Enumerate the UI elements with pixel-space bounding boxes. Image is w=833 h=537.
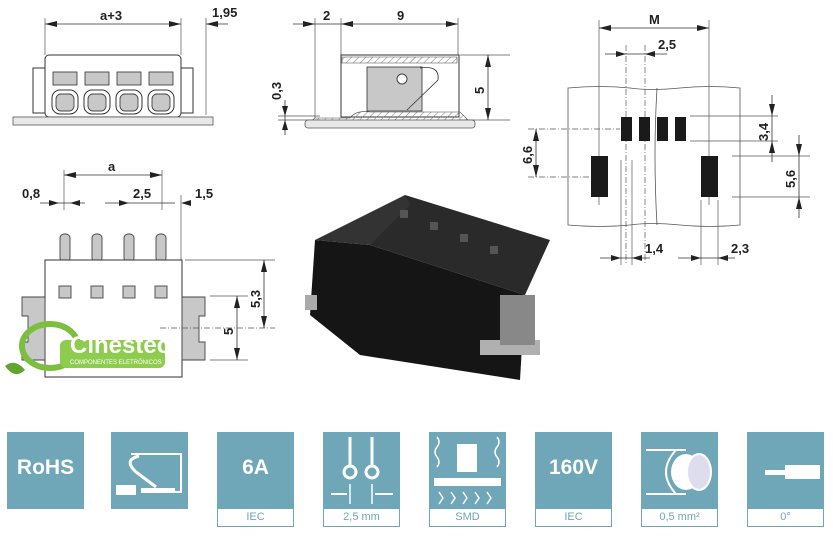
spec-icon-rohs: RoHS [7, 432, 84, 509]
voltage-caption: IEC [535, 509, 612, 527]
push-in-connection-icon [111, 432, 188, 509]
angle-caption: 0° [747, 509, 824, 527]
cinestec-logo: Cinestec COMPONENTES ELETRÔNICOS [0, 318, 170, 382]
wire-cross-section-icon [641, 432, 718, 509]
dim-pitch-label: 2,5 [658, 37, 676, 52]
dim-span-a-label: a [108, 159, 116, 174]
dim-anchor-width-label: 2,3 [731, 241, 749, 256]
dim-left-label: 2 [323, 8, 330, 23]
dim-row-offset-label: 6,6 [520, 146, 535, 164]
dim-pad-height-label: 3,4 [756, 122, 771, 141]
dim-edge-label: 1,5 [195, 186, 213, 201]
pcb-pads [591, 117, 718, 197]
logo-name: Cinestec [70, 332, 171, 359]
spec-icon-angle: 0° [747, 432, 824, 527]
spec-icon-wire: 0,5 mm² [641, 432, 718, 527]
dim-span-label: M [649, 12, 660, 27]
spec-icon-smd: SMD [429, 432, 506, 527]
dim-pad-width-label: 1,4 [645, 241, 664, 256]
spec-icon-pitch: 2,5 mm [323, 432, 400, 527]
wire-caption: 0,5 mm² [641, 509, 718, 527]
dim-height-53-label: 5,3 [248, 290, 263, 308]
dim-pitch-a-label: 2,5 [133, 186, 151, 201]
front-view-drawing: a+3 1,95 [12, 5, 237, 126]
pitch-caption: 2,5 mm [323, 509, 400, 527]
spec-icon-current: 6A IEC [217, 432, 294, 527]
dim-length-label: 9 [397, 8, 404, 23]
logo-tagline: COMPONENTES ELETRÔNICOS [70, 360, 162, 366]
dim-foot-label: 0,3 [269, 82, 284, 100]
dim-offset-label: 1,95 [212, 5, 237, 20]
smd-caption: SMD [429, 509, 506, 527]
dim-height-label: 5 [472, 87, 487, 94]
rohs-icon: RoHS [7, 432, 84, 509]
logo-leaf-icon [5, 321, 165, 375]
pitch-icon [323, 432, 400, 509]
spec-icon-push-in [111, 432, 188, 509]
pcb-layout-drawing: M 2,5 6,6 3,4 5,6 1,4 2,3 [520, 12, 810, 265]
conductor-angle-icon [747, 432, 824, 509]
front-contacts [51, 71, 175, 115]
current-rating-icon: 6A [217, 432, 294, 509]
side-section-drawing: 2 9 5 0,3 [269, 8, 510, 135]
dim-pin-width-label: 0,8 [22, 186, 40, 201]
dim-anchor-height-label: 5,6 [783, 170, 798, 188]
current-caption: IEC [217, 509, 294, 527]
connector-product-photo [305, 195, 550, 380]
voltage-rating-icon: 160V [535, 432, 612, 509]
dim-anchor-5-label: 5 [221, 328, 236, 335]
dim-width-label: a+3 [100, 8, 122, 23]
smd-reflow-icon [429, 432, 506, 509]
spec-icon-voltage: 160V IEC [535, 432, 612, 527]
